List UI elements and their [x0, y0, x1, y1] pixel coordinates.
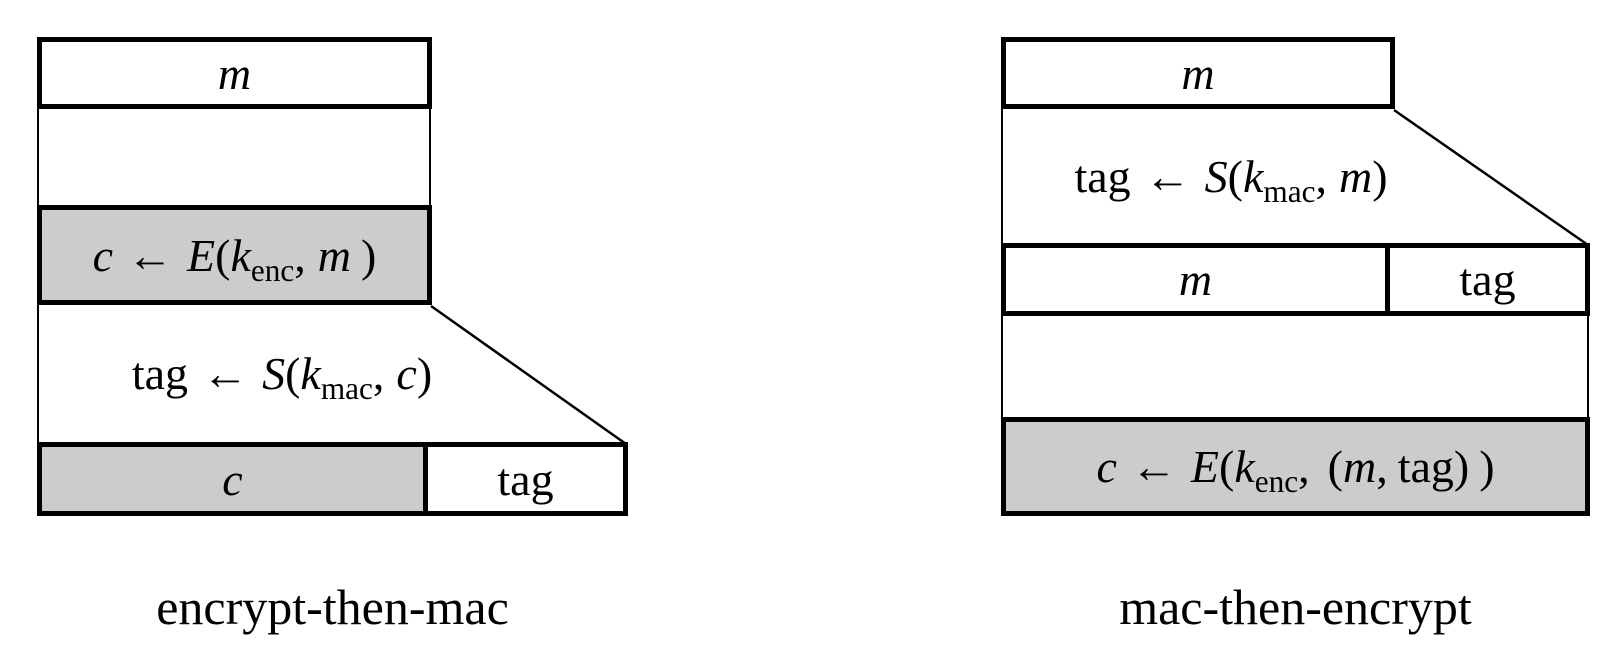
mte-middle-message-cell: m [1006, 248, 1390, 311]
etm-connector-left-2 [37, 305, 39, 442]
etm-encrypt-box: c←E(kenc,m) [37, 205, 432, 305]
mte-mac-formula: tag←S(kmac,m) [1074, 150, 1388, 209]
etm-output-tag-label: tag [497, 453, 554, 505]
etm-connector-left-1 [37, 109, 39, 205]
mte-message-box: m [1001, 37, 1395, 109]
etm-mac-formula: tag←S(kmac,c) [131, 348, 433, 407]
mte-middle-row: m tag [1001, 243, 1590, 316]
etm-encrypt-formula: c←E(kenc,m) [92, 229, 377, 288]
mte-connector-left-1 [1001, 109, 1003, 243]
etm-output-row: c tag [37, 442, 628, 516]
mte-middle-tag-label: tag [1459, 254, 1516, 305]
mte-middle-message-label: m [1178, 254, 1213, 305]
mte-encrypt-formula: c←E(kenc,(m,tag)) [1096, 441, 1495, 500]
mte-connector-left-2 [1001, 316, 1003, 417]
etm-output-cipher-label: c [222, 453, 243, 505]
mte-connector-right-2 [1587, 316, 1589, 417]
etm-connector-right-1 [429, 109, 431, 205]
etm-message-box: m [37, 37, 432, 109]
mte-middle-tag-cell: tag [1390, 248, 1585, 311]
etm-message-label: m [217, 47, 252, 99]
etm-output-tag-cell: tag [428, 447, 623, 511]
etm-caption: encrypt-then-mac [156, 579, 509, 635]
mte-encrypt-box: c←E(kenc,(m,tag)) [1001, 417, 1590, 516]
mte-caption: mac-then-encrypt [1119, 579, 1472, 635]
mte-message-label: m [1181, 47, 1215, 99]
etm-output-cipher-cell: c [42, 447, 428, 511]
